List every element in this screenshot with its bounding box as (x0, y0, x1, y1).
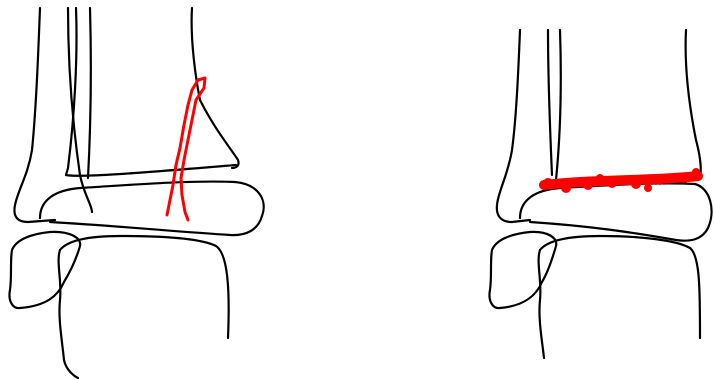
fracture-dot (644, 184, 652, 192)
fracture-dot (679, 173, 689, 183)
fracture-dot (631, 179, 641, 189)
left-talus-neck (59, 250, 78, 378)
right-tibia-left-edge (556, 30, 561, 180)
fracture-dot (583, 180, 593, 190)
left-fibula-inner (68, 8, 92, 212)
right-talus-neck (539, 250, 544, 358)
right-fibula-inner (548, 30, 552, 175)
left-ankle-panel (9, 8, 263, 378)
fracture-dot (607, 178, 617, 188)
fracture-dot (543, 178, 553, 188)
left-fibula-outline (14, 8, 55, 222)
right-tibia-right-edge (686, 30, 701, 178)
left-talus-outline (60, 236, 229, 338)
fracture-dot (561, 183, 571, 193)
right-talus-outline (540, 236, 700, 338)
left-tibia-right-edge (192, 8, 239, 168)
right-ankle-panel (489, 30, 711, 358)
right-tibia-plafond (520, 183, 712, 240)
fracture-dot (692, 168, 700, 176)
right-fibula-outline (497, 30, 530, 222)
left-bone-outlines (9, 8, 263, 378)
left-tibia-inner-line (88, 8, 91, 178)
left-tibia-plafond (40, 182, 264, 236)
right-lateral-process (489, 232, 556, 308)
right-bone-outlines (489, 30, 711, 358)
fracture-dot (596, 174, 604, 182)
fracture-dot (655, 175, 665, 185)
